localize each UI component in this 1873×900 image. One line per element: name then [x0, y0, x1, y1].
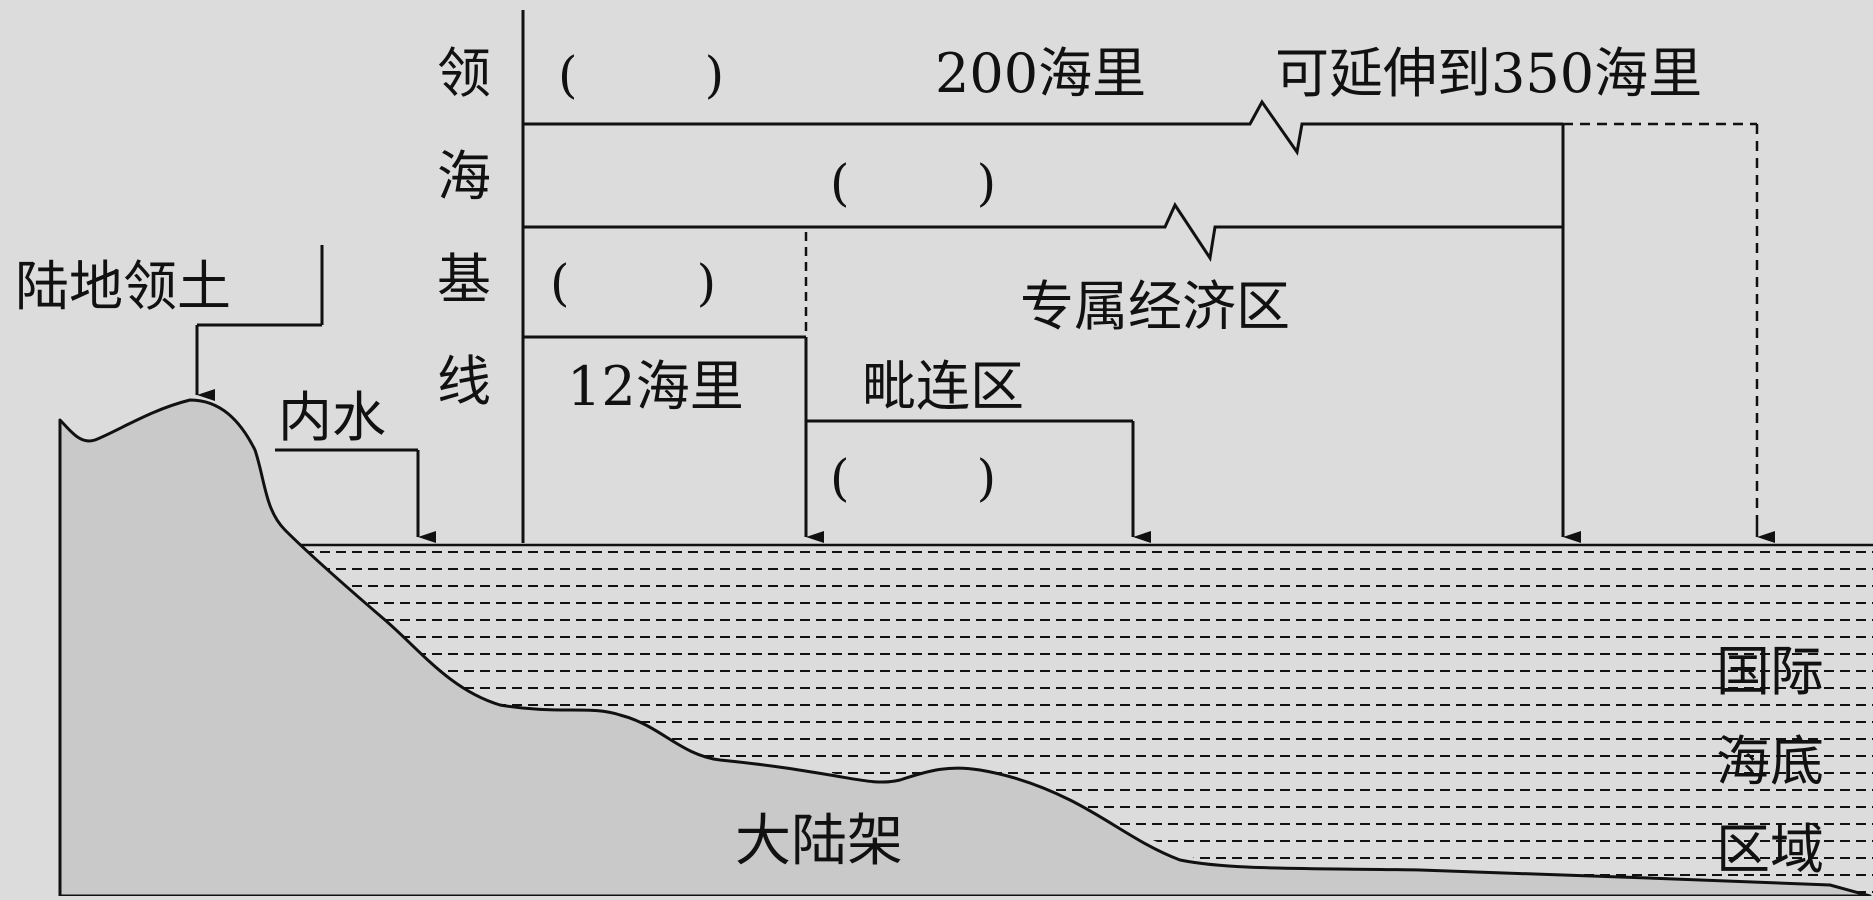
label-land-territory: 陆地领土 [15, 255, 231, 318]
eez-blank: ( ) [830, 154, 996, 212]
label-200-nautical-miles: 200海里 [935, 42, 1146, 105]
land-territory-bracket [195, 245, 324, 401]
territorial-sea-bracket [523, 232, 824, 543]
baseline-char-1: 领 [437, 42, 491, 105]
internal-waters-bracket [275, 448, 436, 543]
label-12-nautical-miles: 12海里 [567, 355, 744, 418]
contiguous-zone-blank: ( ) [830, 449, 996, 507]
land-mass [58, 398, 1872, 898]
label-extend-350: 可延伸到350海里 [1275, 42, 1702, 105]
label-contiguous-zone: 毗连区 [862, 355, 1024, 418]
label-continental-shelf: 大陆架 [735, 809, 903, 874]
label-eez: 专属经济区 [1020, 275, 1290, 338]
baseline-char-4: 线 [437, 350, 491, 413]
baseline-char-2: 海 [437, 145, 491, 208]
contiguous-zone-bracket [806, 419, 1151, 543]
label-internal-waters: 内水 [278, 386, 386, 449]
label-international-seabed-3: 区域 [1716, 818, 1824, 881]
baseline-char-3: 基 [437, 248, 491, 311]
continental-shelf-bracket [523, 99, 1775, 543]
continental-shelf-blank: ( ) [558, 46, 724, 104]
label-international-seabed-2: 海底 [1716, 730, 1824, 793]
label-international-seabed-1: 国际 [1716, 640, 1824, 703]
eez-bracket [523, 124, 1581, 543]
territorial-sea-blank: ( ) [550, 254, 716, 312]
